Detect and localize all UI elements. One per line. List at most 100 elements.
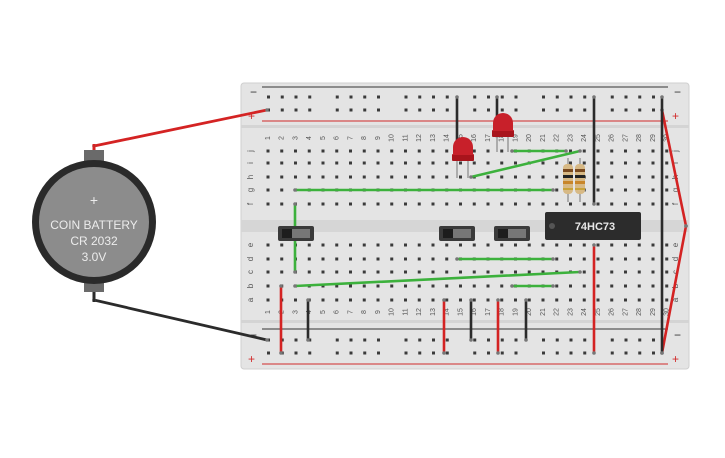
rail-hole[interactable]: [487, 95, 490, 99]
breadboard-hole[interactable]: [569, 257, 572, 261]
breadboard-hole[interactable]: [362, 149, 366, 153]
breadboard-hole[interactable]: [651, 284, 655, 288]
breadboard-hole[interactable]: [541, 175, 545, 179]
breadboard-hole[interactable]: [266, 161, 270, 165]
breadboard-hole[interactable]: [486, 202, 490, 206]
breadboard-hole[interactable]: [335, 149, 339, 153]
breadboard-hole[interactable]: [624, 188, 627, 192]
breadboard-hole[interactable]: [500, 149, 504, 153]
breadboard-hole[interactable]: [486, 270, 490, 274]
breadboard-hole[interactable]: [500, 298, 504, 302]
breadboard-hole[interactable]: [610, 175, 614, 179]
breadboard-hole[interactable]: [349, 175, 352, 179]
rail-hole[interactable]: [280, 108, 284, 112]
breadboard-hole[interactable]: [624, 257, 627, 261]
breadboard-hole[interactable]: [266, 243, 270, 247]
breadboard-hole[interactable]: [376, 149, 380, 153]
breadboard-hole[interactable]: [596, 161, 600, 165]
rail-hole[interactable]: [473, 338, 477, 342]
breadboard-hole[interactable]: [362, 202, 366, 206]
breadboard-hole[interactable]: [431, 243, 435, 247]
breadboard-hole[interactable]: [610, 188, 614, 192]
breadboard-hole[interactable]: [321, 149, 325, 153]
breadboard-hole[interactable]: [321, 161, 325, 165]
breadboard-hole[interactable]: [637, 270, 641, 274]
rail-hole[interactable]: [445, 338, 449, 342]
resistor-2[interactable]: [575, 158, 585, 202]
breadboard-hole[interactable]: [624, 175, 627, 179]
breadboard-hole[interactable]: [555, 175, 559, 179]
breadboard-hole[interactable]: [610, 270, 614, 274]
breadboard-hole[interactable]: [294, 149, 297, 153]
breadboard-hole[interactable]: [294, 161, 297, 165]
breadboard-hole[interactable]: [596, 175, 600, 179]
breadboard-hole[interactable]: [569, 284, 572, 288]
rail-hole[interactable]: [514, 95, 518, 99]
rail-hole[interactable]: [377, 338, 380, 342]
breadboard-hole[interactable]: [500, 243, 504, 247]
breadboard-hole[interactable]: [596, 284, 600, 288]
breadboard-hole[interactable]: [307, 243, 311, 247]
slide-switch-2[interactable]: [439, 226, 475, 241]
breadboard-hole[interactable]: [321, 298, 325, 302]
breadboard-hole[interactable]: [445, 175, 449, 179]
rail-hole[interactable]: [624, 95, 628, 99]
breadboard-hole[interactable]: [417, 284, 421, 288]
rail-hole[interactable]: [652, 338, 655, 342]
rail-hole[interactable]: [267, 351, 270, 355]
breadboard-hole[interactable]: [637, 175, 641, 179]
breadboard-hole[interactable]: [404, 175, 407, 179]
breadboard-hole[interactable]: [266, 188, 270, 192]
rail-hole[interactable]: [500, 95, 504, 99]
rail-hole[interactable]: [349, 95, 353, 99]
rail-hole[interactable]: [555, 95, 559, 99]
breadboard-hole[interactable]: [445, 284, 449, 288]
breadboard-hole[interactable]: [459, 243, 462, 247]
breadboard-hole[interactable]: [651, 149, 655, 153]
breadboard-hole[interactable]: [376, 284, 380, 288]
breadboard-hole[interactable]: [266, 298, 270, 302]
breadboard-hole[interactable]: [472, 202, 476, 206]
breadboard-hole[interactable]: [459, 175, 462, 179]
rail-hole[interactable]: [418, 95, 422, 99]
breadboard-hole[interactable]: [362, 298, 366, 302]
rail-hole[interactable]: [445, 95, 449, 99]
breadboard-hole[interactable]: [610, 257, 614, 261]
slide-switch-1[interactable]: [278, 226, 314, 241]
breadboard-hole[interactable]: [582, 257, 586, 261]
breadboard-hole[interactable]: [637, 202, 641, 206]
right-rail-jumper-top[interactable]: [660, 108, 688, 228]
rail-hole[interactable]: [267, 95, 270, 99]
rail-hole[interactable]: [583, 108, 587, 112]
breadboard-hole[interactable]: [582, 284, 586, 288]
breadboard-hole[interactable]: [514, 270, 517, 274]
breadboard-hole[interactable]: [527, 243, 531, 247]
rail-hole[interactable]: [473, 108, 477, 112]
rail-hole[interactable]: [583, 338, 587, 342]
breadboard-hole[interactable]: [541, 270, 545, 274]
rail-hole[interactable]: [500, 108, 504, 112]
breadboard-hole[interactable]: [582, 243, 586, 247]
rail-hole[interactable]: [294, 338, 298, 342]
breadboard-hole[interactable]: [376, 202, 380, 206]
breadboard-hole[interactable]: [335, 161, 339, 165]
breadboard-hole[interactable]: [280, 202, 284, 206]
breadboard-hole[interactable]: [445, 298, 449, 302]
rail-hole[interactable]: [404, 351, 408, 355]
rail-hole[interactable]: [569, 95, 573, 99]
breadboard-hole[interactable]: [349, 298, 352, 302]
breadboard-hole[interactable]: [376, 161, 380, 165]
rail-hole[interactable]: [404, 338, 408, 342]
rail-hole[interactable]: [555, 351, 559, 355]
breadboard-hole[interactable]: [637, 257, 641, 261]
breadboard-hole[interactable]: [500, 161, 504, 165]
rail-hole[interactable]: [335, 351, 339, 355]
breadboard-holes[interactable]: [266, 95, 669, 355]
rail-hole[interactable]: [610, 95, 614, 99]
breadboard-hole[interactable]: [472, 149, 476, 153]
breadboard-hole[interactable]: [445, 202, 449, 206]
rail-hole[interactable]: [569, 108, 573, 112]
breadboard-hole[interactable]: [610, 161, 614, 165]
breadboard-hole[interactable]: [266, 175, 270, 179]
breadboard-hole[interactable]: [541, 202, 545, 206]
